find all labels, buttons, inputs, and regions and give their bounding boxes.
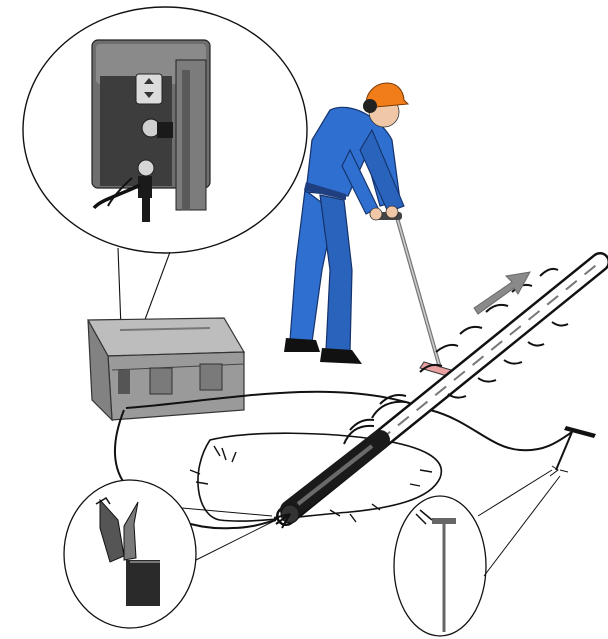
cable-direction-arrow bbox=[474, 272, 530, 314]
operator-with-locator bbox=[284, 83, 458, 378]
callout-detail-panel bbox=[23, 7, 307, 360]
ground-stake-surface bbox=[550, 426, 596, 476]
signal-field-marks bbox=[344, 269, 568, 444]
